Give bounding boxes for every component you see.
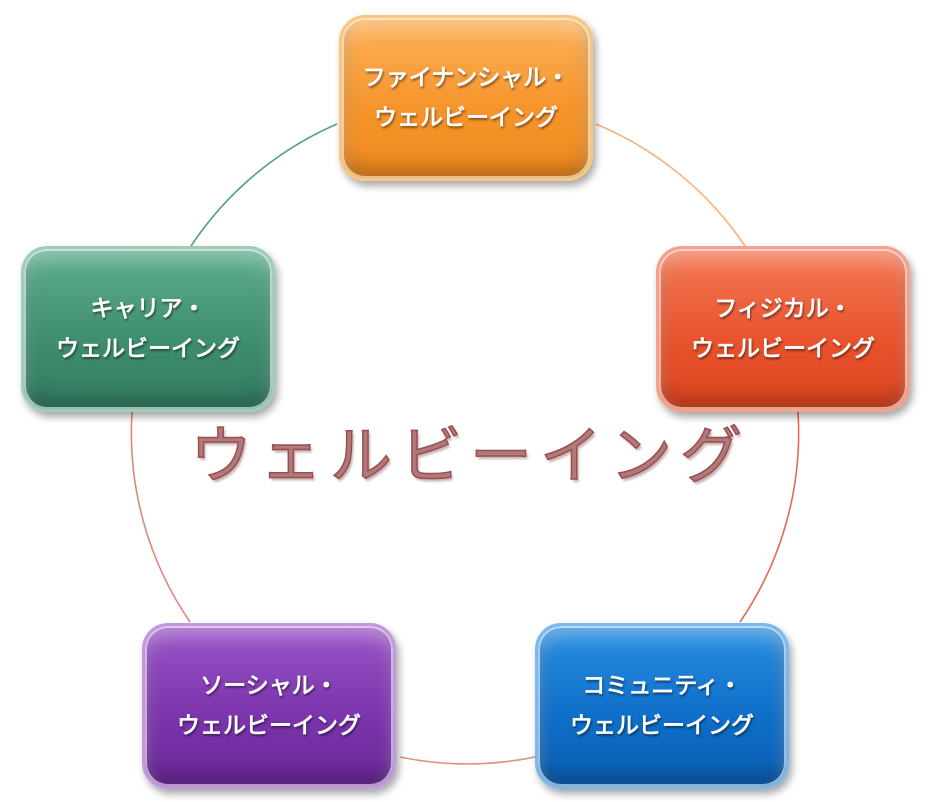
physical-line2: ウェルビーイング	[691, 336, 875, 362]
community-line2: ウェルビーイング	[570, 713, 754, 739]
ring-arc-physical-community	[739, 411, 800, 623]
career-line2: ウェルビーイング	[56, 336, 240, 362]
physical-line1: フィジカル・	[714, 296, 852, 322]
ring-arc-financial-physical	[595, 123, 746, 247]
financial-line2: ウェルビーイング	[374, 105, 558, 131]
financial-line1: ファイナンシャル・	[362, 65, 570, 91]
career-wellbeing-node: キャリア・ ウェルビーイング	[21, 246, 275, 412]
social-line2: ウェルビーイング	[177, 713, 361, 739]
ring-arc-career-financial	[190, 123, 338, 247]
career-line1: キャリア・	[90, 296, 206, 322]
physical-wellbeing-node: フィジカル・ ウェルビーイング	[656, 246, 910, 412]
ring-arc-community-social	[399, 756, 536, 765]
social-wellbeing-node: ソーシャル・ ウェルビーイング	[142, 623, 396, 789]
financial-wellbeing-node: ファイナンシャル・ ウェルビーイング	[339, 15, 593, 181]
community-wellbeing-node: コミュニティ・ ウェルビーイング	[535, 623, 789, 789]
center-title: ウェルビーイング	[189, 418, 750, 493]
social-line1: ソーシャル・	[200, 673, 338, 699]
ring-arc-social-career	[130, 411, 191, 623]
community-line1: コミュニティ・	[582, 673, 742, 699]
